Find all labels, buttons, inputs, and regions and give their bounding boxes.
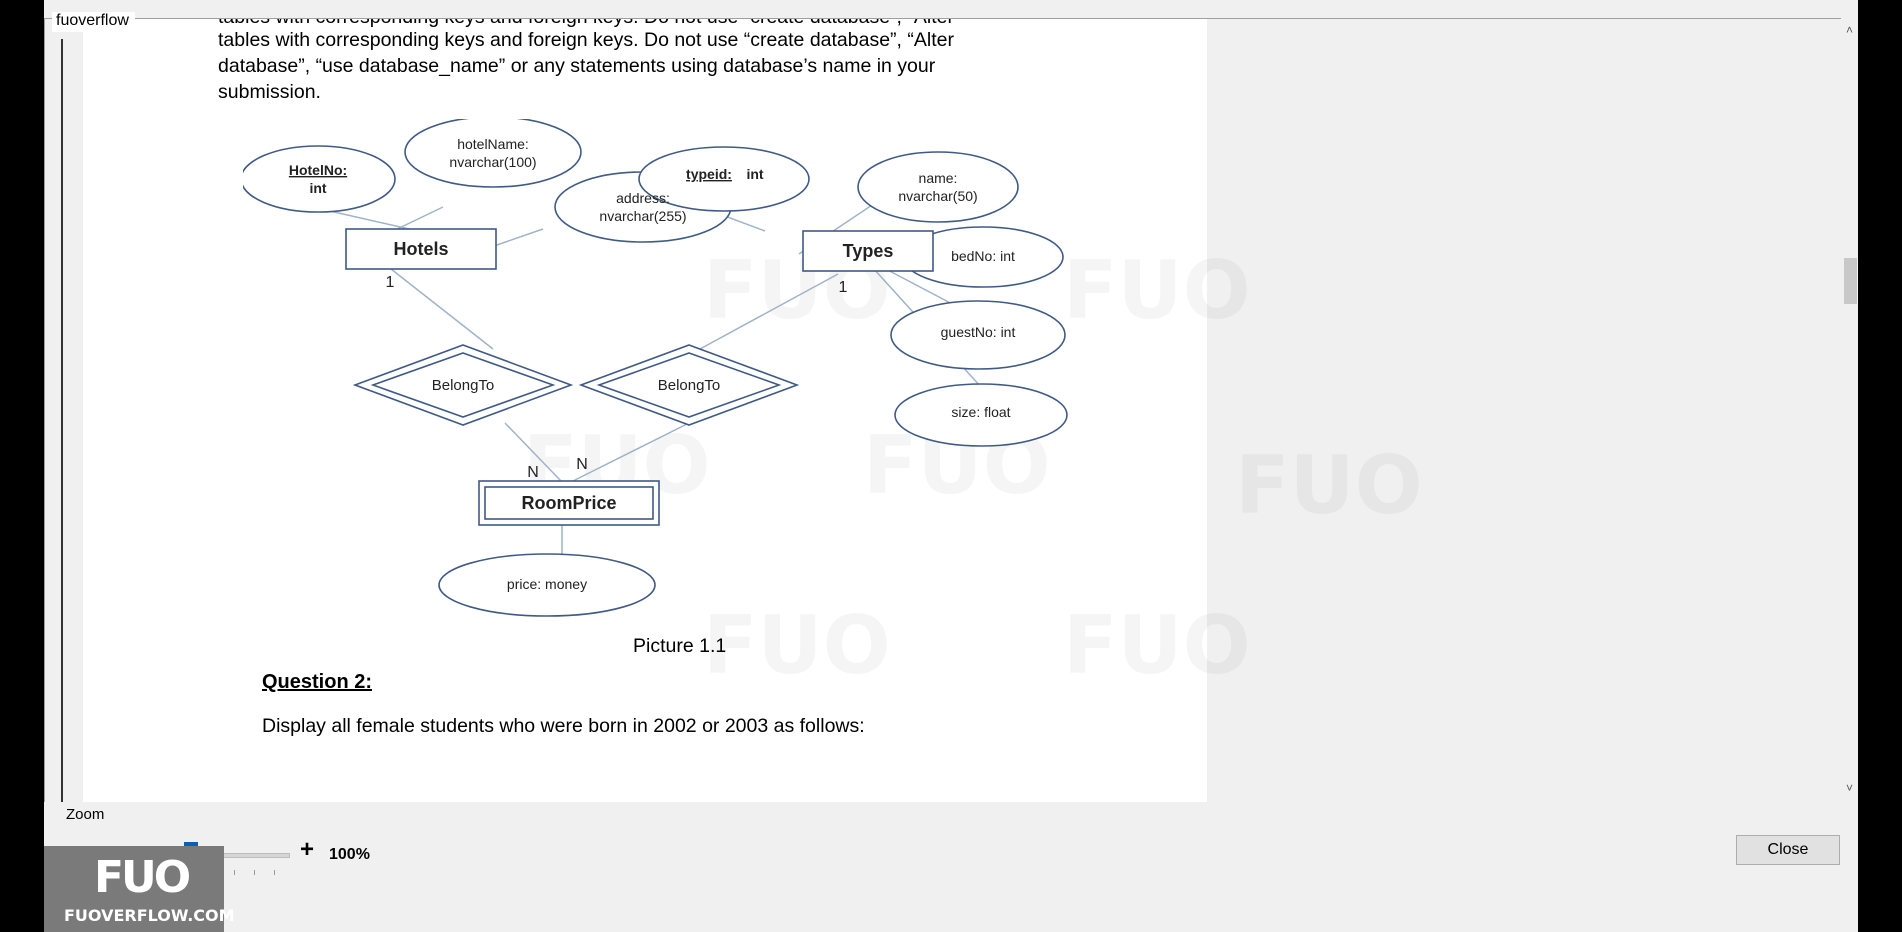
- paragraph-line-3: submission.: [218, 81, 321, 103]
- attr-guestno: guestNo: int: [941, 324, 1016, 340]
- clipped-text: tables with corresponding keys and forei…: [218, 19, 954, 29]
- cardinality-n-1: N: [527, 464, 539, 481]
- rel-belongto-2-label: BelongTo: [658, 377, 721, 394]
- watermark: FUO: [1063, 244, 1251, 337]
- cardinality-n-2: N: [576, 456, 588, 473]
- rel-belongto-1-inner: [370, 352, 556, 418]
- entity-types-label: Types: [843, 241, 894, 261]
- entity-hotels-shape: [345, 228, 497, 270]
- attr-hotelname-line2: nvarchar(100): [449, 154, 536, 170]
- logo-mark: FUO: [94, 852, 191, 903]
- attr-hotelno-type: int: [309, 180, 326, 196]
- watermark: FUO: [1235, 439, 1423, 532]
- document-viewer-window: fuoverflow tables with corresponding key…: [44, 0, 1858, 932]
- entity-hotels-label: Hotels: [393, 239, 448, 259]
- zoom-in-button[interactable]: +: [300, 836, 315, 863]
- attr-price: price: money: [507, 576, 587, 592]
- attr-typeid-key: typeid:: [686, 166, 732, 182]
- attr-name-line2: nvarchar(50): [898, 188, 977, 204]
- cardinality-hotels: 1: [386, 274, 395, 291]
- scrollbar-thumb[interactable]: [1844, 258, 1857, 304]
- fuoverflow-logo: FUO FUOVERFLOW.COM: [44, 846, 235, 932]
- scroll-down-icon[interactable]: ˅: [1845, 781, 1853, 795]
- zoom-tick: [254, 870, 255, 875]
- window-title-tab: fuoverflow: [52, 12, 135, 32]
- attr-address-line2: nvarchar(255): [599, 208, 686, 224]
- close-button[interactable]: Close: [1736, 835, 1840, 865]
- attr-hotelno-key: HotelNo:: [289, 162, 347, 178]
- entity-types-shape: [802, 230, 934, 272]
- attr-size-shape: [894, 383, 1068, 447]
- entity-roomprice-label: RoomPrice: [521, 493, 616, 513]
- question-title: Question 2:: [262, 671, 373, 693]
- clipped-text-line: tables with corresponding keys and forei…: [218, 19, 1118, 33]
- er-diagram: HotelNo: int hotelName: nvarchar(100) ad…: [243, 119, 1068, 617]
- attr-hotelname-shape: [404, 119, 582, 188]
- question-text: Display all female students who were bor…: [262, 715, 865, 737]
- zoom-tick: [274, 870, 275, 875]
- watermark: FUO: [703, 599, 891, 692]
- attr-typeid-shape: [638, 146, 810, 212]
- rel-belongto-1-label: BelongTo: [432, 377, 495, 394]
- scroll-up-icon[interactable]: ˄: [1845, 23, 1853, 37]
- cardinality-types: 1: [839, 279, 848, 296]
- attr-name-line1: name:: [919, 170, 958, 186]
- attr-typeid-type: int: [746, 166, 763, 182]
- attr-bedno: bedNo: int: [951, 248, 1015, 264]
- zoom-label: Zoom: [66, 806, 105, 823]
- attr-guestno-shape: [890, 300, 1066, 370]
- document-viewport[interactable]: tables with corresponding keys and forei…: [44, 18, 1842, 803]
- attr-size: size: float: [951, 404, 1010, 420]
- logo-text: FUOVERFLOW.COM: [64, 906, 235, 925]
- zoom-value: 100%: [329, 846, 370, 863]
- zoom-tick: [234, 870, 235, 875]
- entity-roomprice-inner: [484, 486, 654, 520]
- paragraph-line-2: database”, “use database_name” or any st…: [218, 55, 936, 77]
- zoom-toolbar: [44, 802, 1858, 932]
- watermark: FUO: [1063, 599, 1251, 692]
- attr-name-shape: [857, 151, 1019, 223]
- attr-hotelno-shape: [243, 145, 396, 213]
- attr-hotelname-line1: hotelName:: [457, 136, 529, 152]
- attr-price-shape: [438, 553, 656, 617]
- vertical-scrollbar[interactable]: ˄ ˅: [1841, 18, 1858, 802]
- rel-belongto-2-inner: [596, 352, 782, 418]
- figure-caption: Picture 1.1: [633, 635, 727, 657]
- paragraph-line-1: tables with corresponding keys and forei…: [218, 29, 954, 51]
- left-border-rule: [61, 39, 63, 803]
- attr-address-line1: address:: [616, 190, 670, 206]
- document-page: tables with corresponding keys and forei…: [83, 19, 1251, 803]
